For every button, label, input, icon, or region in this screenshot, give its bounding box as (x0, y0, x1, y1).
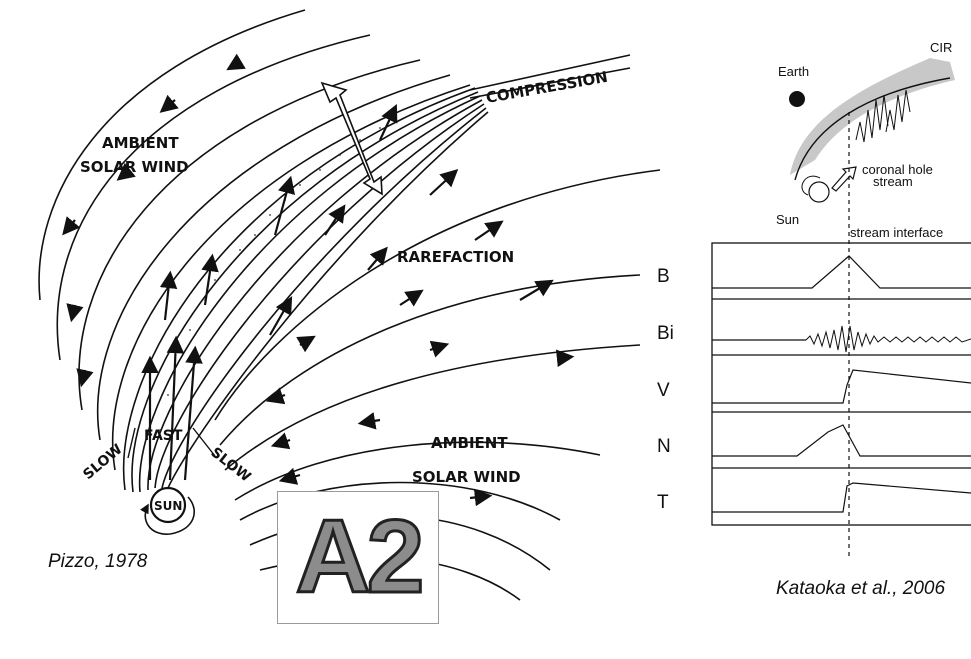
trace-t (712, 483, 971, 512)
ambient-bottom-label-2: SOLAR WIND (412, 468, 521, 486)
arrow (65, 220, 75, 232)
arrow (205, 258, 212, 305)
a2-badge: A2 (277, 491, 439, 624)
compression-double-arrow (322, 83, 382, 194)
ambient-bottom-label-1: AMBIENT (431, 434, 508, 452)
hollow-arrow (832, 167, 856, 191)
row-label-t: T (657, 492, 669, 513)
sun-small-label: Sun (776, 212, 799, 227)
fast-label: FAST (144, 428, 183, 444)
rarefaction-label: RAREFACTION (397, 248, 514, 266)
earth-label: Earth (778, 64, 809, 79)
arrow (430, 345, 445, 350)
arrow (325, 208, 343, 235)
ambient-top-label-2: SOLAR WIND (80, 158, 189, 176)
trace-v (712, 370, 971, 403)
arrow (72, 305, 75, 318)
timeseries-box (712, 243, 971, 525)
row-label-b: B (657, 266, 670, 287)
arrow (475, 223, 500, 240)
slow-right-label: SLOW (208, 445, 254, 486)
arrow (430, 172, 455, 195)
arrow (560, 357, 570, 358)
arrow (165, 275, 170, 320)
field-line (39, 10, 305, 300)
kataoka-diagram (712, 58, 971, 560)
arrow (270, 395, 285, 400)
stream-interface-label: stream interface (850, 225, 943, 240)
a2-badge-text: A2 (278, 498, 438, 617)
arrow (520, 282, 550, 300)
kataoka-caption: Kataoka et al., 2006 (776, 578, 945, 599)
row-label-bi: Bi (657, 323, 674, 344)
earth-dot (789, 91, 805, 107)
ambient-top-label-1: AMBIENT (102, 134, 179, 152)
compression-line (132, 92, 478, 492)
cir-label: CIR (930, 40, 952, 55)
field-line (220, 275, 640, 445)
cir-band (790, 58, 955, 175)
arrow (230, 62, 240, 68)
trace-bi (806, 326, 971, 352)
row-label-v: V (657, 380, 670, 401)
arrow (275, 440, 290, 445)
pizzo-caption: Pizzo, 1978 (48, 551, 148, 572)
arrow (185, 350, 195, 480)
arrow (470, 496, 488, 498)
slow-left-label: SLOW (80, 441, 125, 483)
arrow (283, 475, 300, 480)
arrow (400, 292, 420, 305)
trace-n (712, 425, 971, 456)
arrow (82, 370, 85, 383)
arrow (300, 338, 312, 345)
sun-small (809, 182, 829, 202)
arrow (362, 420, 380, 423)
trace-b (712, 256, 971, 288)
arrow (163, 100, 175, 110)
coronal-hole-label-2: stream (873, 174, 913, 189)
row-label-n: N (657, 436, 671, 457)
sun-label: SUN (154, 499, 182, 513)
